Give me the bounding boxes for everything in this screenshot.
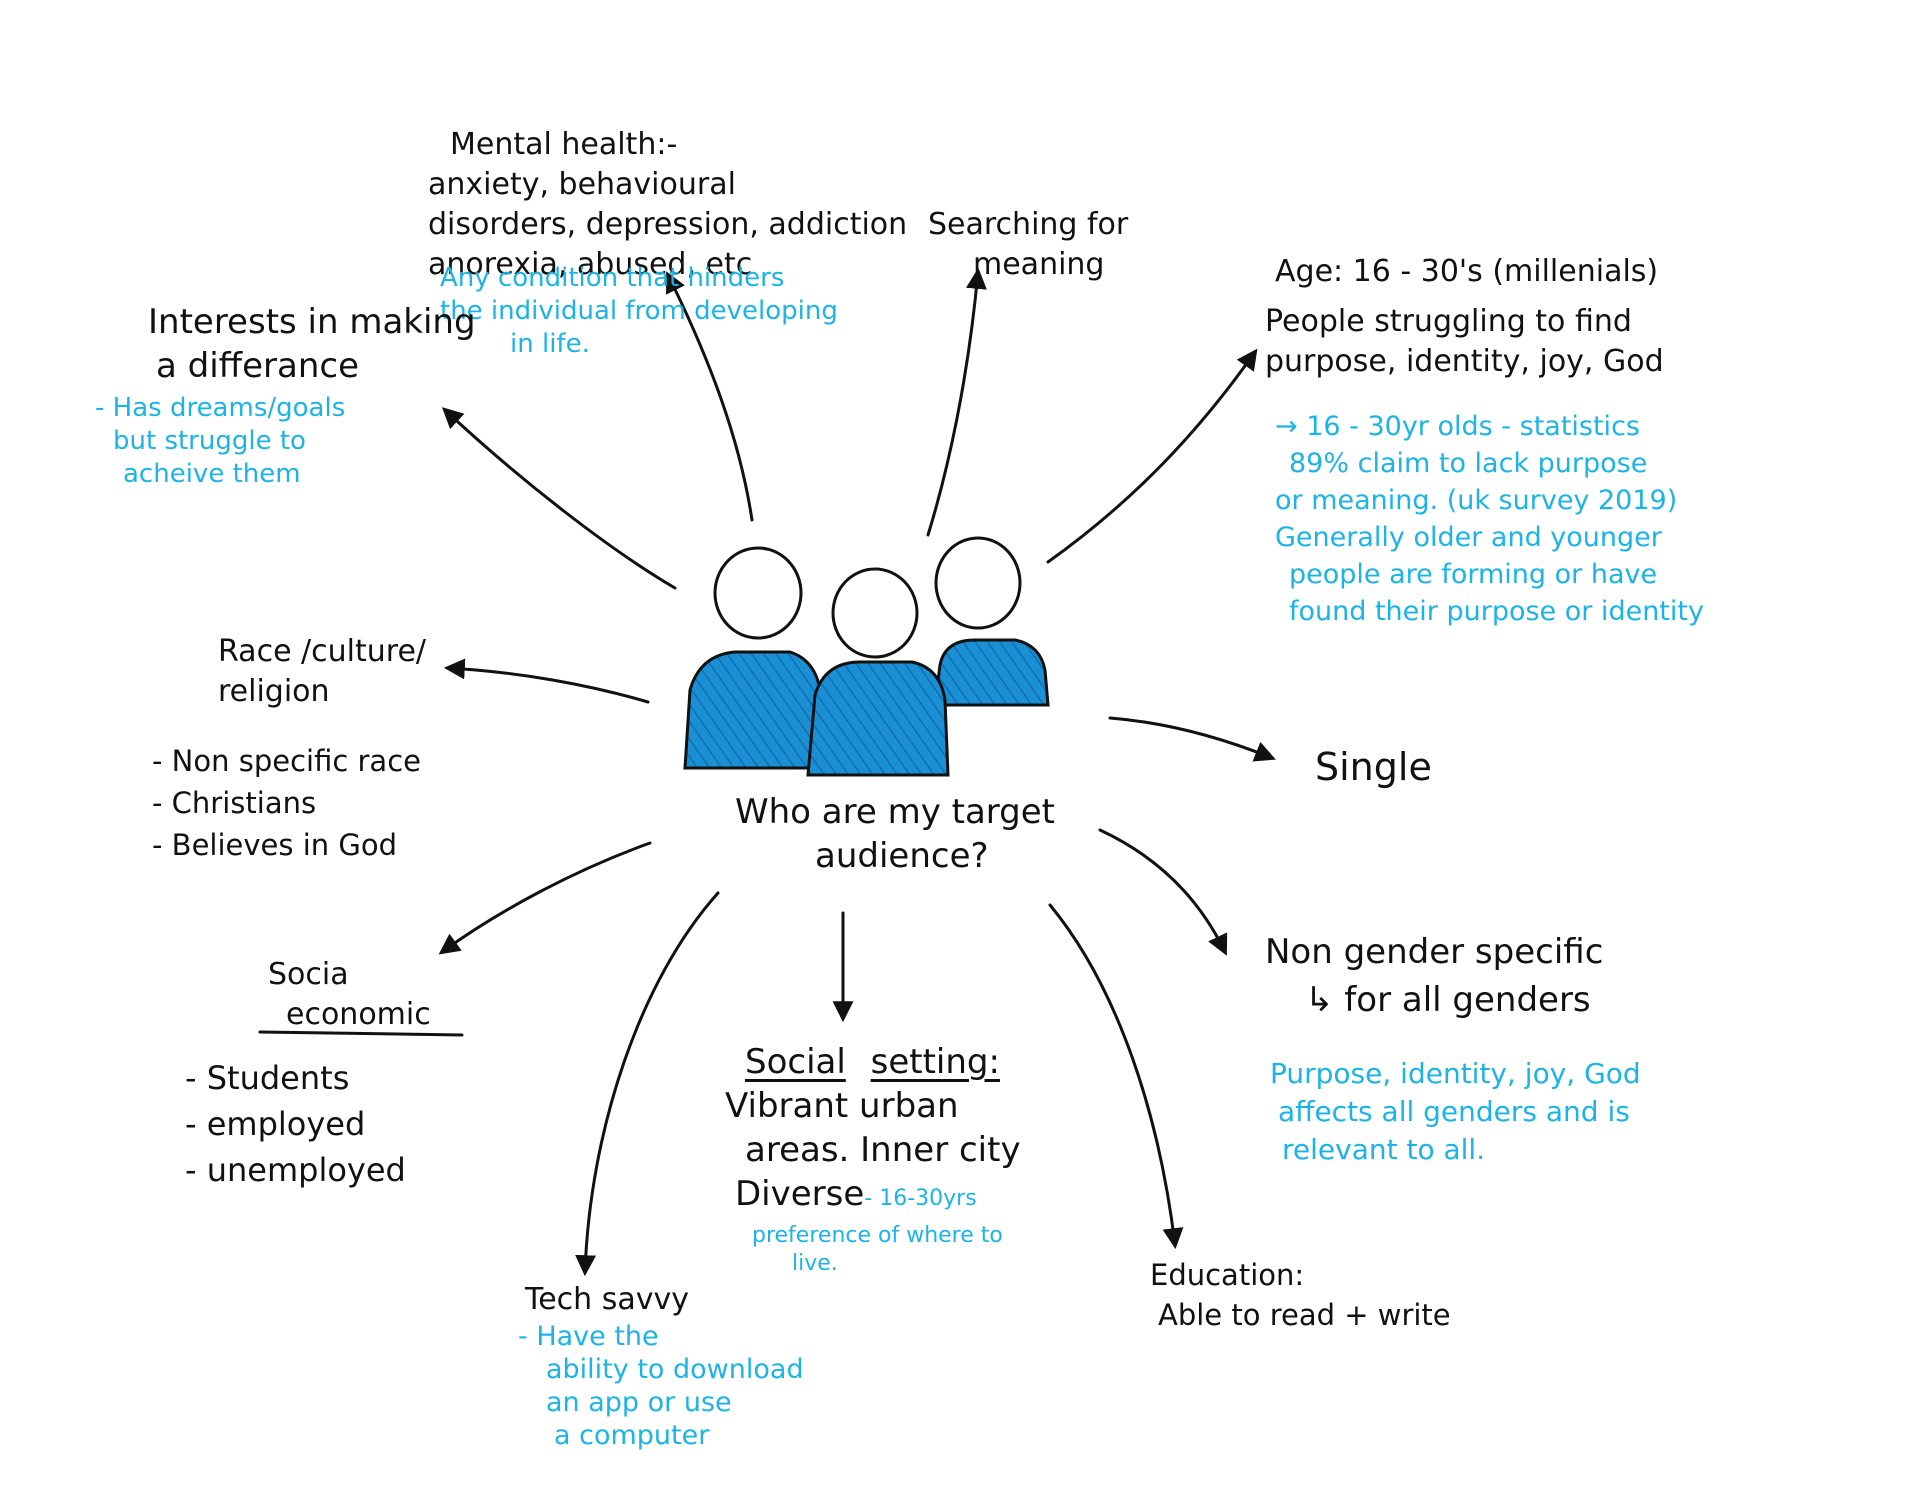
social-diverse-line: Diverse- 16-30yrs <box>735 1172 1021 1216</box>
age-note-line: people are forming or have <box>1289 559 1658 590</box>
arrow-to-age <box>1046 348 1258 564</box>
education-node: Education: Able to read + write <box>1150 1255 1451 1335</box>
education-line: Able to read + write <box>1158 1298 1451 1332</box>
arrow-to-education <box>1048 903 1184 1250</box>
social-diverse: Diverse <box>735 1174 865 1214</box>
social-heading-word1: Social <box>745 1042 846 1082</box>
interests-note-line: acheive them <box>123 459 301 489</box>
interests-line: Interests in making <box>148 302 476 342</box>
single-node: Single <box>1315 745 1432 789</box>
age-note-line: Generally older and younger <box>1275 522 1662 553</box>
education-title: Education: <box>1150 1258 1305 1292</box>
gender-node: Non gender specific ↳ for all genders <box>1265 930 1603 1022</box>
gender-note-line: relevant to all. <box>1282 1133 1486 1166</box>
social-note-line: live. <box>792 1251 838 1276</box>
arrow-to-single <box>1108 716 1276 762</box>
searching-node: Searching for meaning <box>928 205 1128 285</box>
mental-health-line: anxiety, behavioural <box>428 167 736 202</box>
arrow-to-socio <box>438 841 652 955</box>
searching-line: Searching for <box>928 207 1129 242</box>
socio-items: - Students - employed - unemployed <box>185 1055 406 1193</box>
age-line: People struggling to find <box>1265 304 1632 339</box>
mental-health-note-line: the individual from developing <box>440 296 838 326</box>
social-line: areas. Inner city <box>745 1130 1021 1170</box>
interests-note: - Has dreams/goals but struggle to achei… <box>95 392 345 491</box>
socio-node: Socia economic <box>268 955 431 1035</box>
age-note: → 16 - 30yr olds - statistics 89% claim … <box>1275 408 1704 630</box>
gender-note-line: Purpose, identity, joy, God <box>1270 1057 1641 1090</box>
age-line: purpose, identity, joy, God <box>1265 344 1664 379</box>
center-question-line2: audience? <box>815 836 989 876</box>
mental-health-title: Mental health:- <box>450 127 678 162</box>
tech-note: - Have the ability to download an app or… <box>518 1320 804 1452</box>
arrow-to-gender <box>1098 828 1228 956</box>
social-line: Vibrant urban <box>725 1086 959 1126</box>
age-note-line: found their purpose or identity <box>1289 596 1704 627</box>
mental-health-note-line: Any condition that hinders <box>440 263 785 293</box>
socio-item: - Students <box>185 1059 350 1097</box>
socio-line: Socia <box>268 957 349 992</box>
social-note: preference of where to live. <box>752 1222 1003 1278</box>
people-group-icon <box>683 536 1050 777</box>
arrow-to-mental-health <box>666 271 754 522</box>
race-item: - Christians <box>152 786 317 820</box>
mental-health-node: Mental health:- anxiety, behavioural dis… <box>428 125 907 285</box>
tech-note-line: a computer <box>554 1420 710 1451</box>
race-node: Race /culture/ religion <box>218 632 426 712</box>
gender-note-line: affects all genders and is <box>1278 1095 1630 1128</box>
interests-note-line: - Has dreams/goals <box>95 393 346 423</box>
race-line: Race /culture/ <box>218 634 427 669</box>
center-question: Who are my target audience? <box>735 790 1055 878</box>
social-heading: Social setting: <box>745 1040 1021 1084</box>
race-item: - Believes in God <box>152 828 397 862</box>
mental-health-note-line: in life. <box>510 329 590 359</box>
race-item: - Non specific race <box>152 744 421 778</box>
race-items: - Non specific race - Christians - Belie… <box>152 740 421 866</box>
age-note-line: 89% claim to lack purpose <box>1289 448 1648 479</box>
mental-health-line: disorders, depression, addiction <box>428 207 908 242</box>
gender-line: ↳ for all genders <box>1305 980 1591 1020</box>
social-node: Social setting: Vibrant urban areas. Inn… <box>725 1040 1021 1216</box>
arrow-to-interests <box>441 407 677 590</box>
race-line: religion <box>218 674 330 709</box>
center-question-line1: Who are my target <box>735 792 1055 832</box>
arrow-to-race <box>443 658 650 704</box>
gender-note: Purpose, identity, joy, God affects all … <box>1270 1055 1641 1169</box>
social-heading-word2: setting: <box>870 1042 1000 1082</box>
social-note-line: preference of where to <box>752 1223 1003 1248</box>
arrow-to-tech <box>575 891 720 1277</box>
age-node: Age: 16 - 30's (millenials) People strug… <box>1265 252 1664 382</box>
tech-note-line: - Have the <box>518 1321 659 1352</box>
gender-line: Non gender specific <box>1265 932 1604 972</box>
tech-note-line: ability to download <box>546 1354 804 1385</box>
mental-health-note: Any condition that hinders the individua… <box>440 262 838 361</box>
socio-line: economic <box>286 997 431 1032</box>
social-diverse-note: - 16-30yrs <box>864 1186 977 1211</box>
interests-note-line: but struggle to <box>113 426 306 456</box>
person-left-icon <box>683 546 824 770</box>
interests-line: a differance <box>156 346 359 386</box>
searching-line: meaning <box>973 247 1105 282</box>
age-note-line: → 16 - 30yr olds - statistics <box>1275 411 1640 442</box>
interests-node: Interests in making a differance <box>148 300 476 388</box>
underline-socio <box>258 1030 464 1037</box>
tech-node: Tech savvy <box>525 1282 690 1317</box>
tech-note-line: an app or use <box>546 1387 732 1418</box>
person-right-icon <box>933 536 1050 707</box>
age-title: Age: 16 - 30's (millenials) <box>1275 254 1659 289</box>
socio-item: - employed <box>185 1105 366 1143</box>
socio-item: - unemployed <box>185 1151 406 1189</box>
mental-health-line: anorexia, abused, etc <box>428 247 753 282</box>
age-note-line: or meaning. (uk survey 2019) <box>1275 485 1678 516</box>
person-middle-icon <box>806 567 950 777</box>
arrow-to-searching <box>926 267 987 537</box>
